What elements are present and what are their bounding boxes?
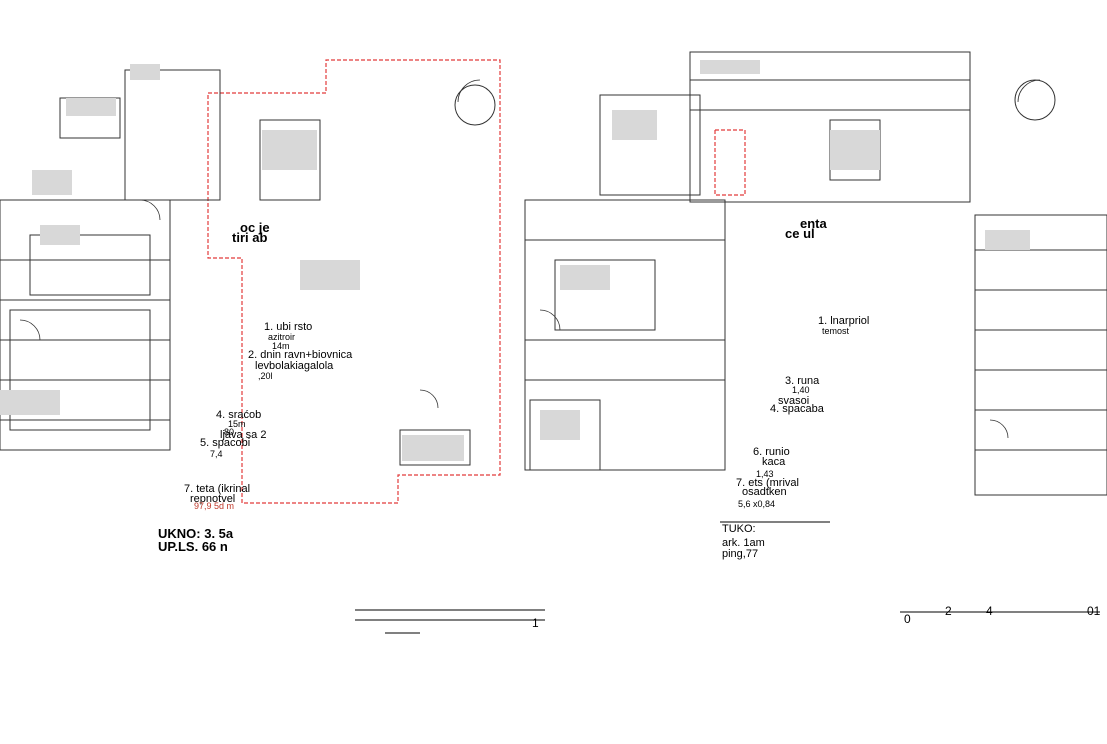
right-room-7-name: 7. ets (mrival [736,477,799,489]
left-room-2-name: 2. dnin ravn+biovnica [248,349,353,361]
right-north-symbol [1014,79,1056,121]
right-title-b: ce ul [785,226,815,241]
left-room-4-sub: 15m [228,419,246,429]
left-room-1-sub: azitroir [268,332,296,342]
left-room-4-area: 80 [224,427,235,437]
left-summary-2: UP.LS. 66 n [158,539,228,554]
left-title-a: oc je [240,220,270,235]
right-room-6-name: 6. runio [753,446,790,458]
right-room-6-sub: kaca [762,456,786,468]
left-summary-1: UKNO: 3. 5a [158,526,234,541]
scale-left-label: 1 [532,616,539,630]
right-room-6-area: 1,43 [756,469,774,479]
right-summary-2: ark. 1am [722,537,765,549]
right-boundary-outline [714,129,746,196]
scale-right-label-0: 0 [904,612,911,626]
left-door-swings [19,79,481,409]
right-room-3-sub: 1,40 [792,385,810,395]
left-room-5-name: 5. spacobi [200,437,251,449]
left-room-7-sub: repnotvel [190,493,236,505]
left-north-symbol [454,84,496,126]
right-summary-3: ping,77 [722,548,759,560]
left-walls [0,69,471,466]
right-hatching [540,60,1030,440]
left-boundary-outline [207,59,501,504]
scale-right-label-2: 2 [945,604,952,618]
left-room-2-sub: levbolakiagalola [255,360,334,372]
scale-right-label-4: 4 [986,604,993,618]
scale-bar-left [355,609,545,634]
right-room-3-name: 3. runa [785,375,820,387]
right-room-7-area: 5,6 x0,84 [738,499,776,509]
right-room-7-sub: osadtken [742,486,787,498]
scale-right-label-end: 01 [1087,604,1101,618]
left-room-1-name: 1. ubi rsto [264,321,313,333]
right-summary-1: TUKO: [722,523,756,535]
right-room-4-name: 4. spacaba [770,403,824,415]
left-room-7-area: 97,9 5d m [194,501,235,511]
right-room-1-sub: temost [822,326,850,336]
right-room-1-name: 1. lnarpriol [818,315,870,327]
right-room-4-sub: svasoi [778,395,810,407]
left-room-2-area: ,20l [258,371,273,381]
left-room-4-name: 4. sraćob [216,409,262,421]
left-room-7-name: 7. teta (ikrinal [184,483,251,495]
left-title-b: tiri ab [232,230,268,245]
left-room-1-area: 14m [272,341,290,351]
left-room-5-area: 7,4 [210,449,223,459]
left-hatching [0,64,464,461]
right-title-a: enta [800,216,827,231]
left-room-5-sub: ljava sa 2 [220,429,267,441]
